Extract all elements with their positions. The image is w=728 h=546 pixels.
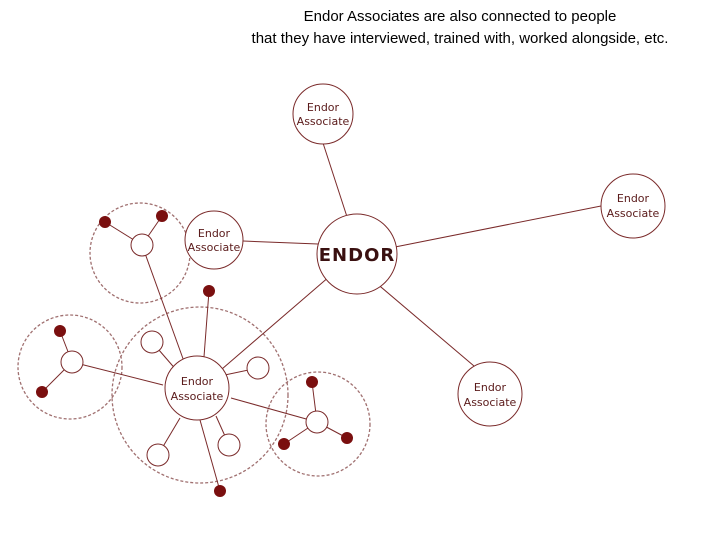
associate-bottom-right-line2: Associate xyxy=(464,396,517,409)
associate-bottom-left-line2: Associate xyxy=(171,390,224,403)
associate-node-left: Endor Associate xyxy=(184,210,244,270)
associate-node-right: Endor Associate xyxy=(600,173,666,239)
person-node-ba-1 xyxy=(140,330,164,354)
cluster-lower-right xyxy=(265,371,371,477)
dot-upper-1 xyxy=(99,216,111,228)
edge-ba-upper-node xyxy=(141,244,187,368)
dot-ba-bottom xyxy=(214,485,226,497)
hollow-person-nodes xyxy=(60,233,329,467)
associate-left-line1: Endor xyxy=(198,227,231,240)
connector-lines xyxy=(41,142,602,492)
edge-center-bottom-left xyxy=(221,275,331,370)
edge-ba-dot-bottom xyxy=(199,419,221,492)
caption-line-2: that they have interviewed, trained with… xyxy=(251,30,669,47)
dot-upper-2 xyxy=(156,210,168,222)
center-node-label: ENDOR xyxy=(319,245,395,266)
edge-center-top xyxy=(322,142,351,227)
edge-ba-farleft-node xyxy=(71,361,164,386)
associate-top-line1: Endor xyxy=(307,101,340,114)
edge-center-right xyxy=(394,205,602,248)
dot-lowerright-3 xyxy=(341,432,353,444)
person-node-farleft xyxy=(60,350,84,374)
person-node-ba-4 xyxy=(217,433,241,457)
dot-lowerright-2 xyxy=(278,438,290,450)
edge-ba-lowerright-node xyxy=(230,397,318,423)
dot-farleft-1 xyxy=(54,325,66,337)
cluster-far-left xyxy=(17,314,123,420)
center-node-endor: ENDOR xyxy=(316,213,398,295)
associate-top-line2: Associate xyxy=(297,115,350,128)
associate-bottom-right-line1: Endor xyxy=(474,381,507,394)
person-node-ba-3 xyxy=(146,443,170,467)
associate-node-top: Endor Associate xyxy=(292,83,354,145)
associate-left-line2: Associate xyxy=(188,241,241,254)
dot-farleft-2 xyxy=(36,386,48,398)
associate-right-line1: Endor xyxy=(617,192,650,205)
edge-center-bottom-right xyxy=(374,281,475,367)
dot-ba-top xyxy=(203,285,215,297)
associate-node-bottom-left: Endor Associate xyxy=(164,355,230,421)
cluster-main-associate xyxy=(111,306,289,484)
person-node-upper xyxy=(130,233,154,257)
associate-right-line2: Associate xyxy=(607,207,660,220)
dot-lowerright-1 xyxy=(306,376,318,388)
person-node-lowerright xyxy=(305,410,329,434)
filled-dots xyxy=(36,210,353,497)
edge-center-left xyxy=(242,240,319,245)
diagram-caption: Endor Associates are also connected to p… xyxy=(150,6,728,50)
person-node-ba-2 xyxy=(246,356,270,380)
associate-node-bottom-right: Endor Associate xyxy=(457,361,523,427)
caption-line-1: Endor Associates are also connected to p… xyxy=(303,8,617,25)
associate-bottom-left-line1: Endor xyxy=(181,375,214,388)
